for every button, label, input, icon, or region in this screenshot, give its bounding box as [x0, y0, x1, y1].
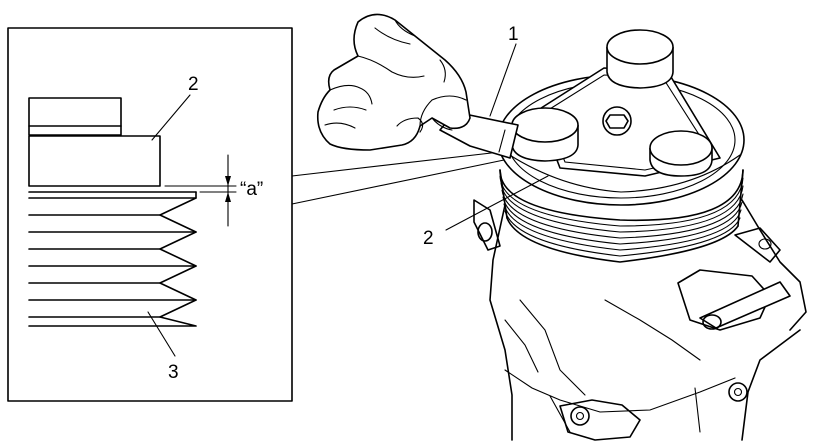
connector-lug	[699, 281, 791, 329]
gap-dimension-marker	[164, 154, 237, 227]
center-bolt-washer	[602, 106, 632, 136]
bottom-bolt-left	[570, 406, 590, 426]
technician-hand	[316, 13, 471, 151]
leader-line-3	[147, 311, 176, 357]
inset-frame	[7, 27, 293, 402]
zoom-line-top	[291, 151, 501, 177]
callout-1-label: 1	[508, 24, 519, 45]
armature-plate-section	[28, 97, 161, 187]
compressor-body	[473, 199, 807, 441]
pulley-section	[28, 191, 197, 327]
armature-plate	[497, 29, 745, 206]
compressor-pulley	[499, 169, 744, 263]
gap-arrow-bottom	[225, 192, 231, 202]
center-bolt-icon	[605, 114, 629, 129]
bottom-bolt-right	[728, 382, 748, 402]
zoom-line-bottom	[291, 159, 505, 205]
callout-2-detail-label: 2	[188, 74, 199, 95]
bottom-mount-boss	[559, 399, 641, 441]
gap-a-label: “a”	[240, 179, 263, 200]
leader-line-2-main	[445, 175, 549, 231]
rivet-left	[511, 107, 579, 162]
rivet-top	[606, 29, 674, 89]
callout-3-label: 3	[168, 362, 179, 383]
callout-2-main-label: 2	[423, 228, 434, 249]
leader-line-2-detail	[151, 94, 191, 141]
rivet-right	[649, 130, 713, 177]
leader-line-1	[489, 43, 517, 117]
detail-inset	[7, 27, 293, 402]
gap-arrow-top	[225, 176, 231, 186]
